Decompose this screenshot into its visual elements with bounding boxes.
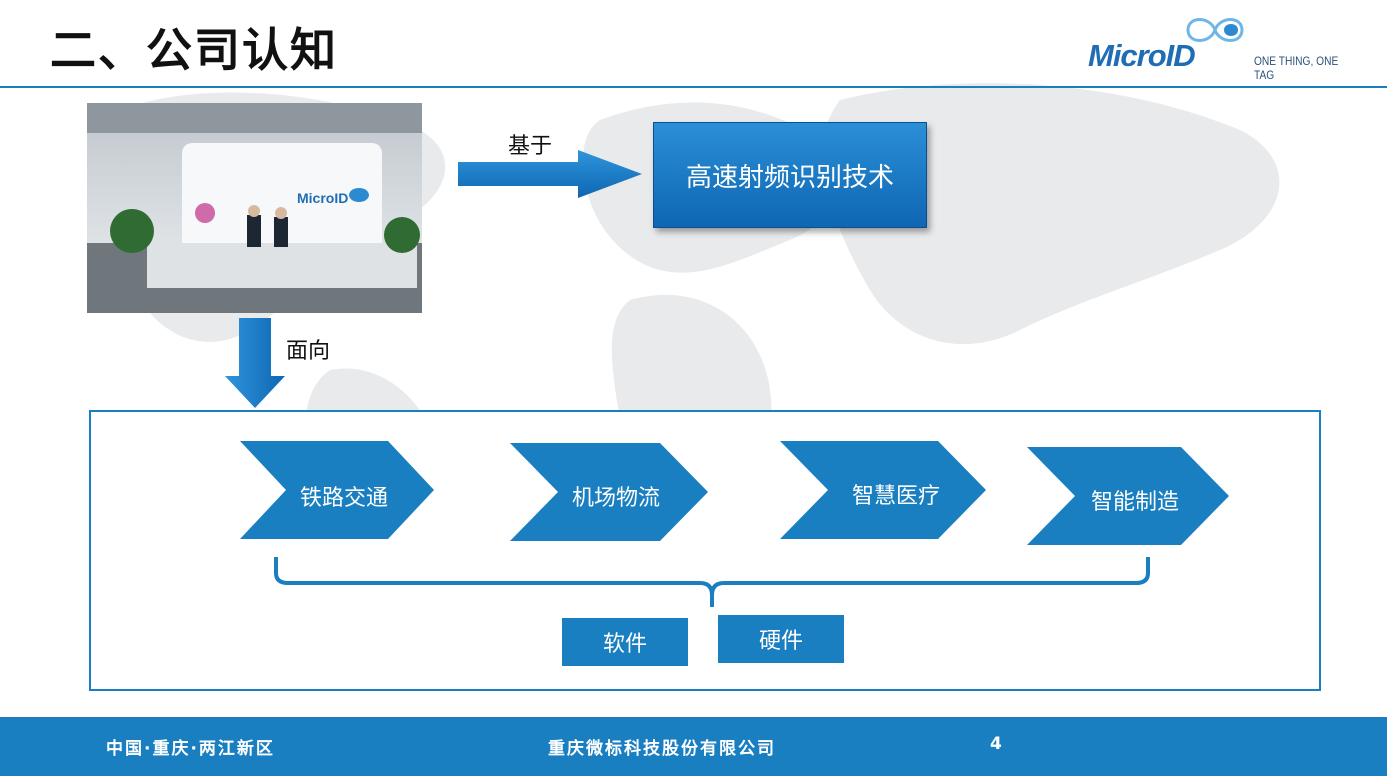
- grouping-bracket: [274, 557, 1150, 607]
- reception-photo: MicroID: [87, 103, 422, 313]
- industry-label-medical: 智慧医疗: [852, 484, 941, 509]
- wall-logo-text: MicroID: [297, 190, 348, 206]
- industry-chevron: [240, 441, 434, 539]
- industry-chevron: [780, 441, 986, 539]
- footer-location: 中国·重庆·两江新区: [106, 739, 275, 759]
- page-number: 4: [990, 734, 1002, 754]
- page-title: 二、公司认知: [50, 23, 338, 77]
- software-box: 软件: [562, 618, 688, 666]
- down-arrow-icon: [225, 318, 285, 408]
- hardware-box: 硬件: [718, 615, 844, 663]
- industry-chevron: [1027, 447, 1229, 545]
- technology-box: 高速射频识别技术: [653, 122, 927, 228]
- footer-company: 重庆微标科技股份有限公司: [548, 739, 776, 759]
- facing-label: 面向: [286, 339, 331, 364]
- industry-label-railway: 铁路交通: [300, 486, 389, 511]
- infinity-logo-icon: [1186, 18, 1244, 42]
- title-divider: [0, 86, 1387, 88]
- company-logo: MicroID ONE THING, ONE TAG: [1088, 10, 1378, 82]
- logo-wordmark: MicroID: [1088, 38, 1196, 73]
- industry-label-airport: 机场物流: [572, 486, 661, 511]
- right-arrow-icon: [458, 150, 642, 198]
- footer-bar: [0, 717, 1387, 776]
- industry-label-manufacturing: 智能制造: [1091, 490, 1180, 515]
- industry-chevron: [510, 443, 708, 541]
- based-on-label: 基于: [508, 134, 553, 159]
- logo-tagline: ONE THING, ONE TAG: [1254, 54, 1339, 82]
